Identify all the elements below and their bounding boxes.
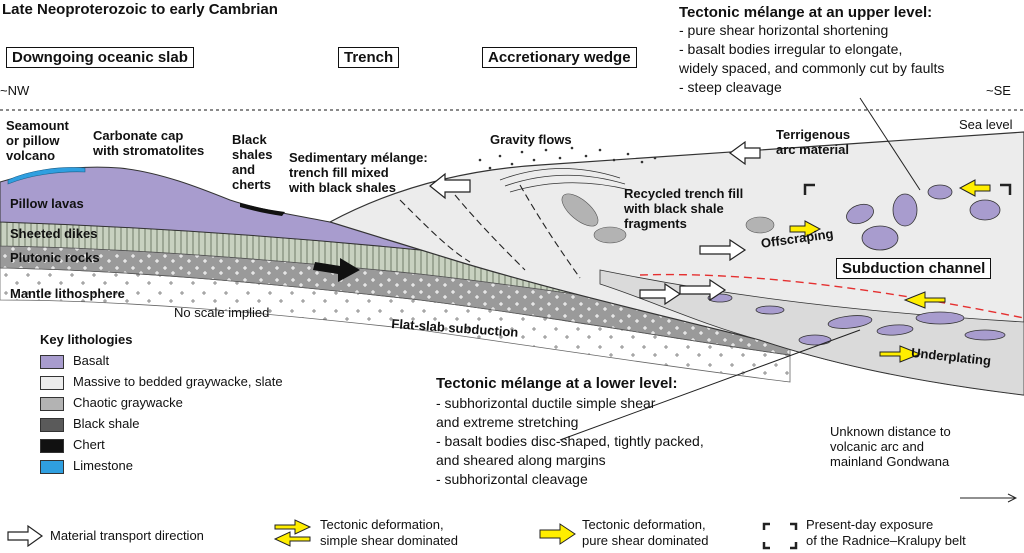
legend-pure-shear-label: pure shear dominated — [582, 533, 709, 548]
key-label: Chert — [73, 437, 105, 452]
subduction-channel-label: Subduction channel — [836, 258, 992, 279]
black-shales-label: and — [232, 162, 256, 177]
key-label: Massive to bedded graywacke, slate — [73, 374, 283, 389]
subduction-channel-boundary — [639, 273, 1024, 319]
arrow-slab — [639, 282, 682, 306]
gravity-flow-dots — [478, 146, 657, 170]
lower-melange-line: - subhorizontal ductile simple shear — [436, 395, 656, 411]
key-label: Basalt — [73, 353, 110, 368]
black-shales-label: cherts — [232, 177, 272, 192]
basalt-swatch — [40, 355, 64, 369]
limestone-cap — [7, 167, 86, 185]
black-shale-swatch — [40, 418, 64, 432]
key-title: Key lithologies — [40, 332, 133, 347]
orientation-se: ~SE — [986, 83, 1011, 98]
subduction-channel-zone — [599, 269, 1024, 396]
key-label: Chaotic graywacke — [73, 395, 183, 410]
black-shales-label: Black — [232, 132, 267, 147]
arrow-legend — [7, 524, 44, 548]
chert-swatch — [40, 439, 64, 453]
lower-melange-line: - subhorizontal cleavage — [436, 471, 588, 487]
pure-shear-left — [789, 220, 822, 238]
sed-melange-label: with black shales — [289, 180, 396, 195]
legend-pure-shear-label: Tectonic deformation, — [582, 517, 706, 532]
zone-trench: Trench — [338, 47, 400, 68]
upper-melange-line: - steep cleavage — [679, 79, 782, 95]
upper-melange-title: Tectonic mélange at an upper level: — [679, 4, 933, 21]
sheeted-dikes-label: Sheeted dikes — [10, 226, 98, 241]
seamount-label: Seamount — [6, 118, 69, 133]
black-shale-patch — [240, 203, 285, 216]
unknown-distance-label: mainland Gondwana — [830, 454, 950, 469]
simple-shear-upper — [903, 291, 946, 309]
arrow-offscraping — [699, 238, 747, 262]
legend-exposure-label: Present-day exposure — [806, 517, 934, 532]
recycled-label: with black shale — [624, 201, 724, 216]
zone-accretionary-wedge: Accretionary wedge — [482, 47, 637, 68]
orientation-nw: ~NW — [0, 83, 30, 98]
legend-simple-shear-a — [274, 519, 312, 535]
unknown-distance-label: volcanic arc and — [830, 439, 924, 454]
gravity-flow-swirls — [499, 168, 631, 193]
upper-melange-bodies — [846, 184, 1001, 251]
legend-bracket-br — [790, 542, 798, 550]
carbonate-label: with stromatolites — [93, 143, 205, 158]
transport-arrows — [7, 140, 761, 548]
upper-melange-line: - pure shear horizontal shortening — [679, 22, 889, 38]
lower-melange-title: Tectonic mélange at a lower level: — [436, 375, 678, 392]
exposure-brackets — [762, 183, 1012, 550]
zone-downgoing-slab: Downgoing oceanic slab — [6, 47, 194, 68]
sed-melange-label: trench fill mixed — [289, 165, 389, 180]
lower-melange-bodies — [707, 293, 1006, 346]
upper-melange-line: - basalt bodies irregular to elongate, — [679, 41, 903, 57]
lower-melange-line: - basalt bodies disc-shaped, tightly pac… — [436, 433, 704, 449]
limestone-swatch — [40, 460, 64, 474]
gravity-flows-label: Gravity flows — [490, 132, 572, 147]
legend-pure-shear — [539, 523, 576, 545]
carbonate-label: Carbonate cap — [93, 128, 184, 143]
simple-shear-lower — [879, 345, 922, 363]
chaotic-graywacke-blobs — [561, 193, 775, 244]
mantle-lithosphere-label: Mantle lithosphere — [10, 286, 125, 301]
slab-motion-arrow — [313, 258, 360, 282]
legend-simple-shear-label: simple shear dominated — [320, 533, 459, 548]
recycled-label: fragments — [624, 216, 687, 231]
lower-melange-line: and extreme stretching — [436, 414, 579, 430]
legend-bracket-tl — [762, 522, 770, 530]
legend-exposure-label: of the Radnice–Kralupy belt — [806, 533, 966, 548]
sed-melange-label: Sedimentary mélange: — [289, 150, 428, 165]
sea-level-label: Sea level — [959, 117, 1013, 132]
legend-bracket-tr — [790, 522, 798, 530]
distance-arrowhead — [1007, 493, 1018, 503]
graywacke-swatch — [40, 376, 64, 390]
unknown-distance-label: Unknown distance to — [830, 424, 951, 439]
lower-melange-line: and sheared along margins — [436, 452, 606, 468]
shear-arrows — [273, 179, 991, 547]
legend-simple-shear-b — [273, 531, 311, 547]
pure-shear-right — [958, 179, 991, 197]
no-scale-label: No scale implied — [174, 305, 270, 320]
legend-bracket-bl — [762, 542, 770, 550]
diagram-title: Late Neoproterozoic to early Cambrian — [2, 1, 278, 18]
legend-transport-label: Material transport direction — [50, 528, 204, 543]
seamount-label: or pillow — [6, 133, 60, 148]
key-label: Limestone — [73, 458, 133, 473]
arrow-trench-out — [429, 172, 471, 200]
chaotic-graywacke-swatch — [40, 397, 64, 411]
black-shales-label: shales — [232, 147, 273, 162]
terrigenous-label: Terrigenous — [776, 127, 851, 142]
leader-lines — [559, 97, 1015, 499]
legend-simple-shear-label: Tectonic deformation, — [320, 517, 444, 532]
arrow-terrigenous — [728, 140, 761, 166]
wedge-faults — [399, 184, 581, 279]
recycled-label: Recycled trench fill — [624, 186, 744, 201]
seamount-label: volcano — [6, 148, 56, 163]
upper-melange-line: widely spaced, and commonly cut by fault… — [679, 60, 945, 76]
key-label: Black shale — [73, 416, 140, 431]
pillow-lavas-label: Pillow lavas — [10, 196, 84, 211]
arrow-channel — [679, 278, 727, 302]
terrigenous-label: arc material — [776, 142, 849, 157]
plutonic-rocks-label: Plutonic rocks — [10, 250, 100, 265]
